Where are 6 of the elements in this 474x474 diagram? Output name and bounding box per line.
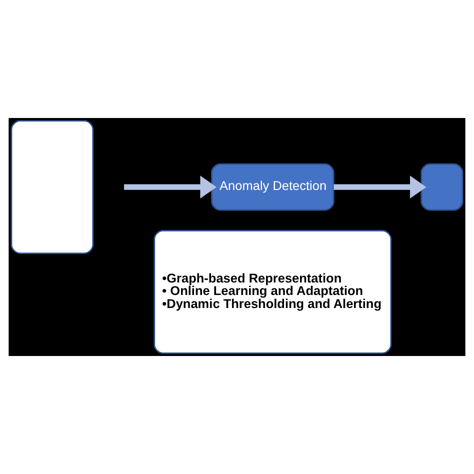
arrow (334, 176, 426, 198)
arrow (124, 176, 216, 198)
node-box: •Graph-based Representation • Online Learning and Adaptation •Dynamic Thresholding and Alerting (154, 230, 392, 354)
node-box (420, 163, 464, 211)
node-box (10, 120, 94, 254)
node-box: Anomaly Detection (211, 163, 334, 211)
